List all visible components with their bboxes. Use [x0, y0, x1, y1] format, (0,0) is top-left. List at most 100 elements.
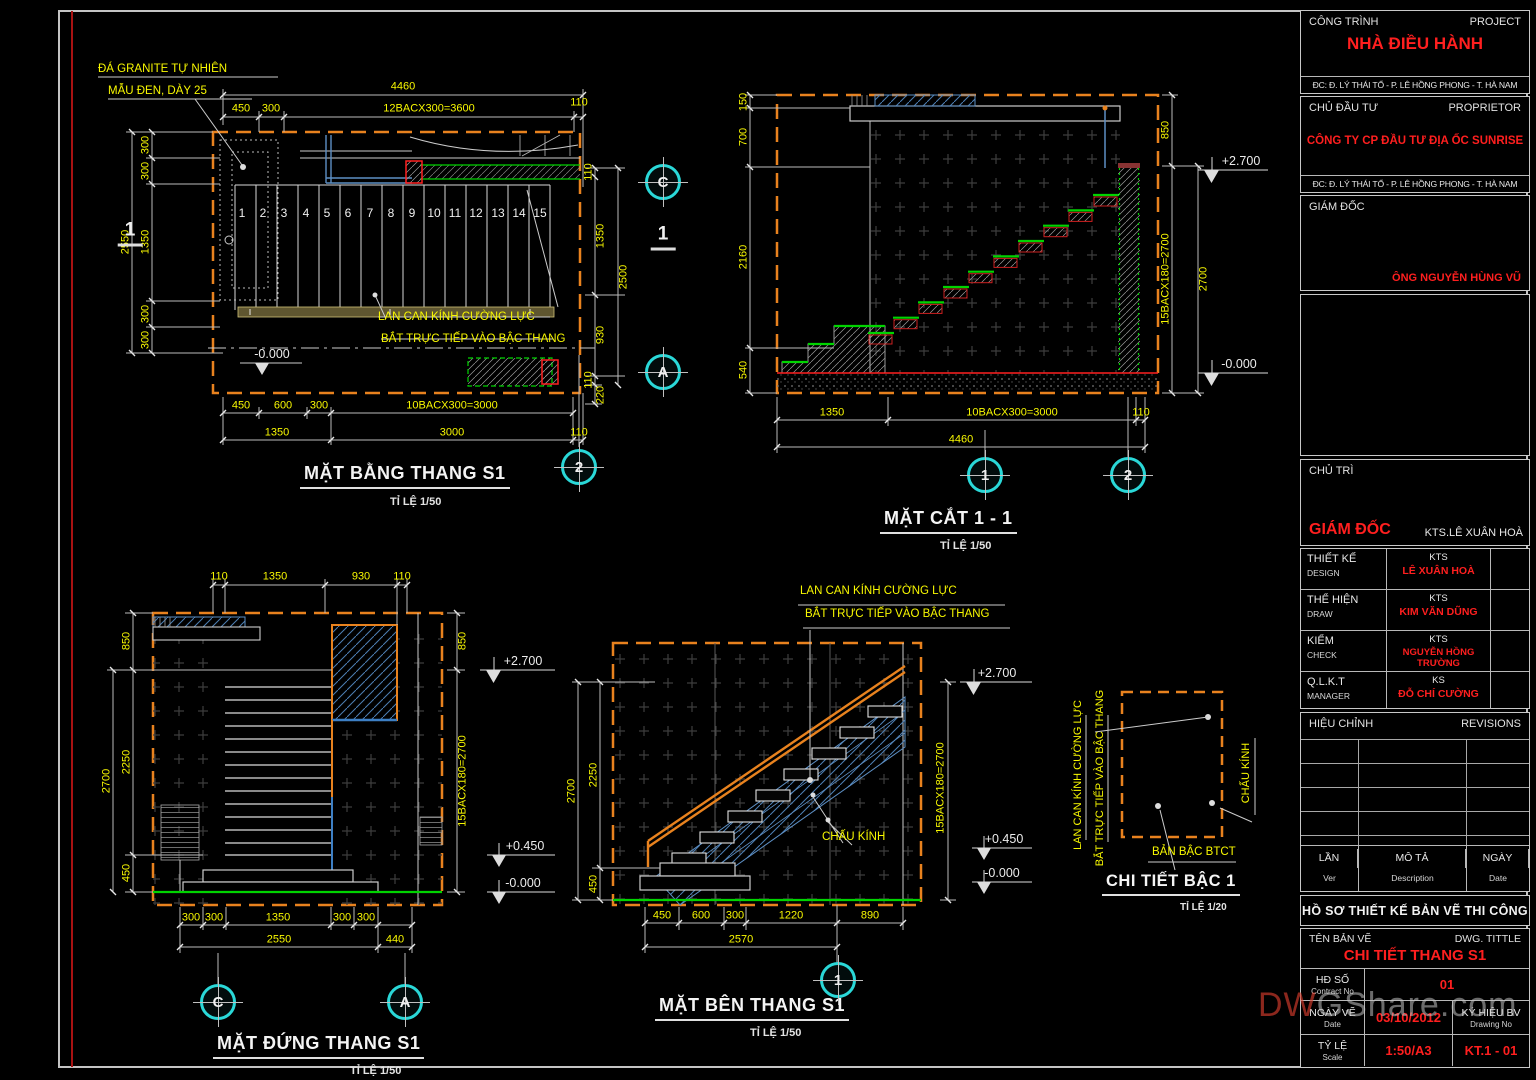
- dim-label: 2550: [266, 933, 292, 946]
- dim-label: 540: [737, 360, 750, 380]
- rev-col-desc: MÔ TẢ: [1359, 849, 1466, 868]
- contract-label: HĐ SỐ: [1315, 973, 1350, 986]
- tread-number: 1: [238, 206, 246, 220]
- level-label: -0.000: [984, 865, 1020, 880]
- section-linework: [745, 91, 1268, 459]
- dim-label: 300: [139, 135, 152, 155]
- person-title: KTS: [1429, 634, 1448, 645]
- grid-letter: 2: [574, 458, 584, 476]
- date-label: NGÀY VẼ: [1309, 1006, 1356, 1019]
- dim-label: 300: [725, 909, 745, 922]
- dim-label: 2700: [565, 778, 578, 804]
- dim-label: 1350: [262, 570, 288, 583]
- tread-number: 15: [533, 206, 547, 220]
- role-label: KIỂM: [1307, 635, 1334, 647]
- owner-label: CHỦ ĐẦU TƯ: [1309, 102, 1379, 114]
- dim-label: 1350: [265, 911, 291, 924]
- view-scale: TỈ LỆ 1/50: [350, 1065, 402, 1077]
- chief-label: CHỦ TRÌ: [1309, 465, 1354, 477]
- role-label-en: DRAW: [1307, 609, 1333, 619]
- dim-label: 110: [570, 426, 588, 439]
- level-label: +0.450: [984, 831, 1024, 846]
- dim-label: 450: [231, 102, 251, 115]
- drawno-label-en: Drawing No: [1470, 1019, 1512, 1029]
- rail-note-line1: LAN CAN KÍNH CƯỜNG LỰC: [800, 585, 957, 597]
- level-label: +2.700: [1221, 153, 1261, 168]
- tread-number: 5: [323, 206, 331, 220]
- granite-note-line2: MẪU ĐEN, DÀY 25: [108, 85, 207, 97]
- rail-note-line2: BẮT TRỰC TIẾP VÀO BẬC THANG: [381, 333, 566, 345]
- grid-letter: 2: [1123, 466, 1133, 484]
- drawing-info-box: TÊN BẢN VẼ DWG. TITTLE CHI TIẾT THANG S1…: [1300, 928, 1530, 1068]
- dossier-title: HỒ SƠ THIẾT KẾ BẢN VẼ THI CÔNG: [1302, 903, 1528, 918]
- tread-number: 10: [427, 206, 441, 220]
- dim-label: 450: [587, 874, 600, 894]
- revisions-label: HIỆU CHỈNH: [1309, 718, 1374, 730]
- signature-cell: [1491, 631, 1529, 671]
- rev-col-ver-en: Ver: [1323, 873, 1336, 883]
- rev-col-desc-en: Description: [1391, 873, 1434, 883]
- dim-label: 300: [139, 161, 152, 181]
- contract-no: 01: [1439, 977, 1455, 992]
- view-title: MẶT CẮT 1 - 1: [880, 508, 1017, 534]
- owner-name: CÔNG TY CP ĐẦU TƯ ĐỊA ỐC SUNRISE: [1306, 135, 1524, 147]
- project-label-en: PROJECT: [1469, 16, 1521, 28]
- dim-label: 300: [261, 102, 281, 115]
- tread-number: 4: [302, 206, 310, 220]
- tread-number: 13: [491, 206, 505, 220]
- contract-label-en: Contract No: [1311, 986, 1354, 996]
- dim-label: 930: [594, 325, 607, 345]
- dim-label: 110: [570, 96, 588, 109]
- tread-number: 14: [512, 206, 526, 220]
- rail-note-line1: LAN CAN KÍNH CƯỜNG LỰC: [1072, 700, 1084, 850]
- dwg-title: CHI TIẾT THANG S1: [1343, 947, 1487, 964]
- dim-label: 110: [1132, 406, 1150, 419]
- dim-label: 450: [120, 863, 133, 883]
- dim-label: 300: [356, 911, 376, 924]
- empty-box: [1300, 294, 1530, 456]
- grid-letter: C: [657, 173, 669, 191]
- dim-label: 2250: [587, 762, 600, 788]
- rev-col-date: NGÀY: [1467, 849, 1529, 868]
- dim-label: 220: [594, 385, 607, 405]
- slab-note: BẢN BẬC BTCT: [1152, 846, 1236, 858]
- side-linework: [572, 604, 1032, 963]
- role-label: THỂ HIỆN: [1307, 594, 1359, 606]
- dim-label: 300: [309, 399, 329, 412]
- dim-label: 15BACX180=2700: [1159, 233, 1172, 325]
- grid-bubble-1: 1: [960, 450, 1010, 500]
- level-label: -0.000: [1221, 356, 1257, 371]
- signature-cell: [1491, 590, 1529, 630]
- view-title: CHI TIẾT BẬC 1: [1102, 872, 1240, 896]
- director-box: GIÁM ĐỐC ÔNG NGUYỄN HÙNG VŨ: [1300, 195, 1530, 291]
- dim-label: 600: [691, 909, 711, 922]
- person-title: KS: [1432, 675, 1445, 686]
- scale-value: 1:50/A3: [1365, 1035, 1453, 1066]
- dim-label: 110: [210, 570, 228, 583]
- grid-bubble-a: A: [380, 977, 430, 1027]
- dwg-label: TÊN BẢN VẼ: [1309, 933, 1372, 945]
- elevation-linework: [107, 579, 555, 987]
- level-label: +0.450: [505, 838, 545, 853]
- dim-label: 440: [385, 933, 405, 946]
- dim-label: 890: [860, 909, 880, 922]
- detail-linework: [1085, 690, 1256, 871]
- signature-cell: [1491, 549, 1529, 589]
- dim-label: 600: [273, 399, 293, 412]
- dim-label: 300: [204, 911, 224, 924]
- rev-col-ver: LẦN: [1301, 849, 1358, 868]
- view-scale: TỈ LỆ 1/20: [1180, 902, 1227, 913]
- role-label-en: CHECK: [1307, 650, 1337, 660]
- dim-label: 850: [1159, 120, 1172, 140]
- person-name: KIM VĂN DŨNG: [1399, 606, 1478, 618]
- dim-label: 1350: [264, 426, 290, 439]
- level-label: +2.700: [977, 665, 1017, 680]
- revisions-grid: [1301, 739, 1529, 859]
